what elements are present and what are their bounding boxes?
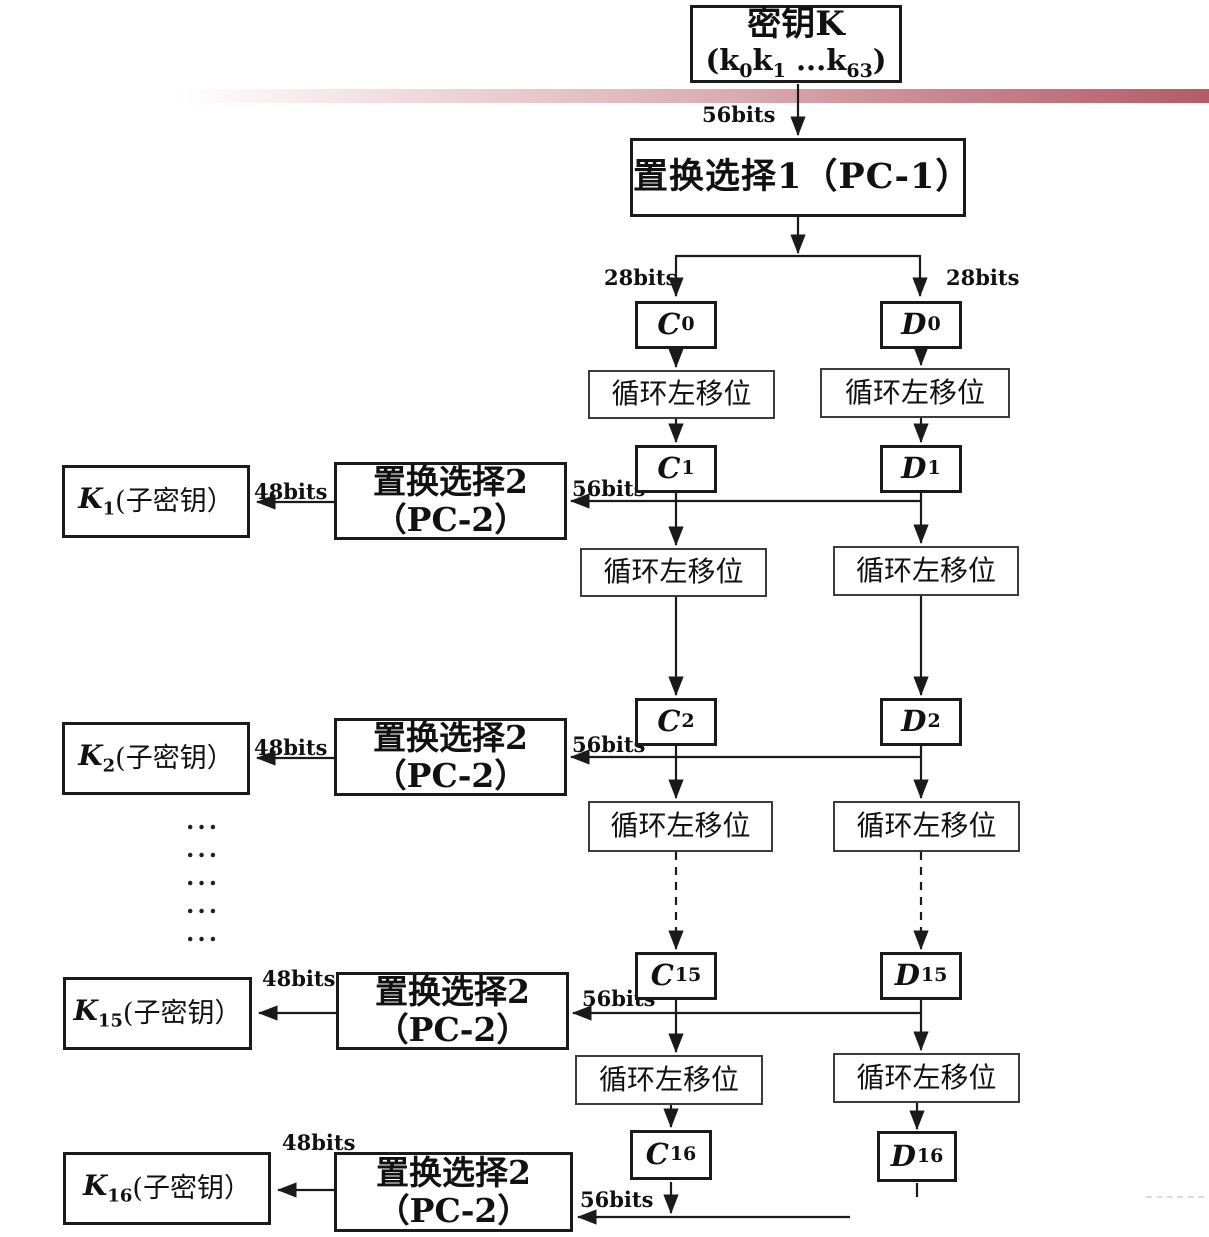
shift-box-left-1: 循环左移位 xyxy=(588,370,775,419)
label-28bits-right: 28bits xyxy=(946,265,1020,290)
shift-box-left-2: 循环左移位 xyxy=(580,548,767,597)
shift-box-left-4: 循环左移位 xyxy=(575,1055,763,1105)
label-56bits-row16: 56bits xyxy=(580,1187,654,1212)
subkey-k16: K16(子密钥） xyxy=(63,1152,271,1225)
key-expression: (k0k1 ...k63) xyxy=(705,43,887,83)
pc2-box-2: 置换选择2 （PC-2） xyxy=(334,718,567,796)
slide-accent-bar xyxy=(178,89,1209,103)
label-28bits-left: 28bits xyxy=(604,265,678,290)
ellipsis-1: ... xyxy=(186,806,221,835)
label-56bits-top: 56bits xyxy=(702,102,776,127)
shift-box-right-1: 循环左移位 xyxy=(820,368,1010,418)
label-48bits-row15: 48bits xyxy=(262,966,336,991)
subkey-k15: K15(子密钥） xyxy=(63,977,252,1050)
shift-box-right-3: 循环左移位 xyxy=(833,801,1020,852)
label-48bits-row1: 48bits xyxy=(254,479,328,504)
shift-box-left-3: 循环左移位 xyxy=(588,801,773,852)
ellipsis-3: ... xyxy=(186,862,221,891)
label-48bits-row2: 48bits xyxy=(254,735,328,760)
shift-box-right-2: 循环左移位 xyxy=(833,546,1019,596)
shift-box-right-4: 循环左移位 xyxy=(833,1053,1020,1103)
ellipsis-4: ... xyxy=(186,890,221,919)
subkey-k1: K1(子密钥） xyxy=(62,465,250,538)
faint-mark xyxy=(1146,1196,1204,1198)
pc1-box: 置换选择1（PC-1） xyxy=(630,138,970,217)
label-48bits-row16: 48bits xyxy=(282,1130,356,1155)
subkey-k2: K2(子密钥） xyxy=(62,722,250,795)
key-box: 密钥K (k0k1 ...k63) xyxy=(690,5,902,83)
key-title: 密钥K xyxy=(747,4,845,45)
ellipsis-5: ... xyxy=(186,918,221,947)
pc2-box-4: 置换选择2 （PC-2） xyxy=(334,1152,573,1232)
pc2-box-3: 置换选择2 （PC-2） xyxy=(336,972,569,1050)
ellipsis-2: ... xyxy=(186,834,221,863)
pc2-box-1: 置换选择2 （PC-2） xyxy=(334,462,567,540)
